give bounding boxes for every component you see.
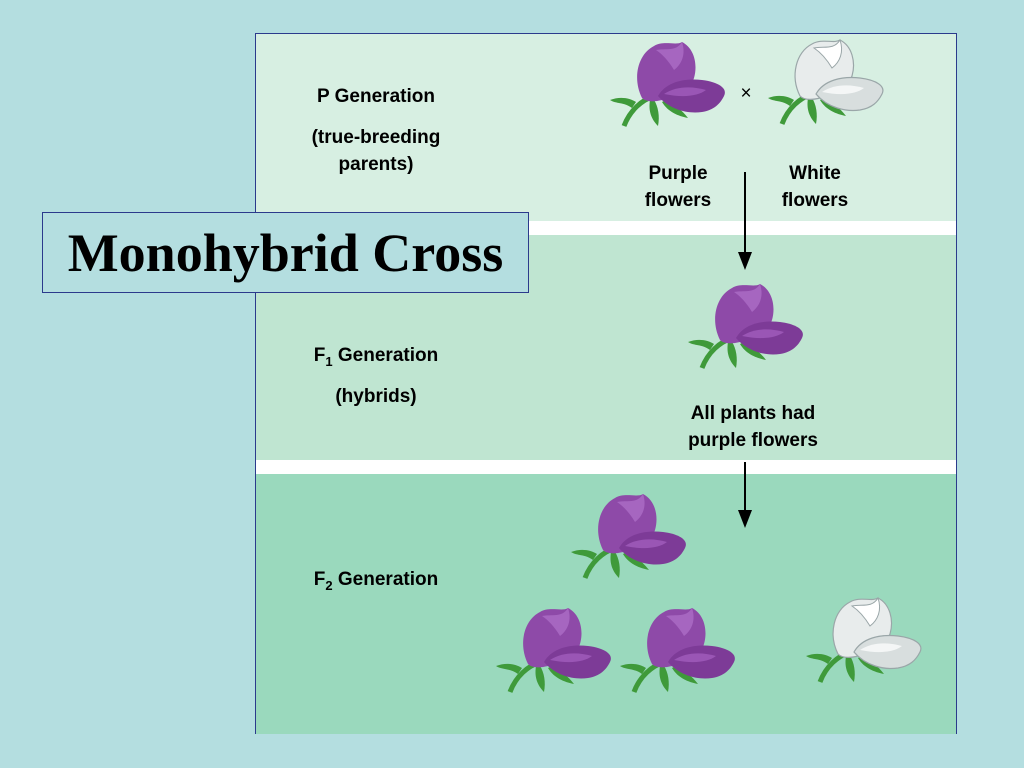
f1-heading-prefix: F [313, 345, 326, 366]
f1-generation-note: (hybrids) [335, 386, 417, 407]
f2-heading-subscript: 2 [325, 577, 333, 593]
p-generation-heading: P Generation [317, 86, 435, 107]
f1-heading-subscript: 1 [325, 353, 333, 369]
white-flowers-label: White flowers [781, 163, 849, 211]
slide-title: Monohybrid Cross [67, 222, 504, 283]
f1-heading-suffix: Generation [332, 345, 439, 366]
title-box: Monohybrid Cross [42, 212, 529, 293]
f1-result-label: All plants had purple flowers [688, 403, 818, 451]
cross-symbol: × [740, 83, 752, 104]
diagram-panel [255, 33, 957, 734]
f2-generation-heading: F2 Generation [286, 566, 466, 599]
p-generation-note: (true-breeding parents) [311, 127, 441, 175]
arrow-p-to-f1 [738, 172, 752, 270]
f1-generation-heading: F1 Generation [286, 342, 466, 375]
purple-flowers-label: Purple flowers [644, 163, 712, 211]
f2-heading-prefix: F [313, 569, 326, 590]
arrow-f1-to-f2 [738, 462, 752, 528]
f2-heading-suffix: Generation [332, 569, 439, 590]
